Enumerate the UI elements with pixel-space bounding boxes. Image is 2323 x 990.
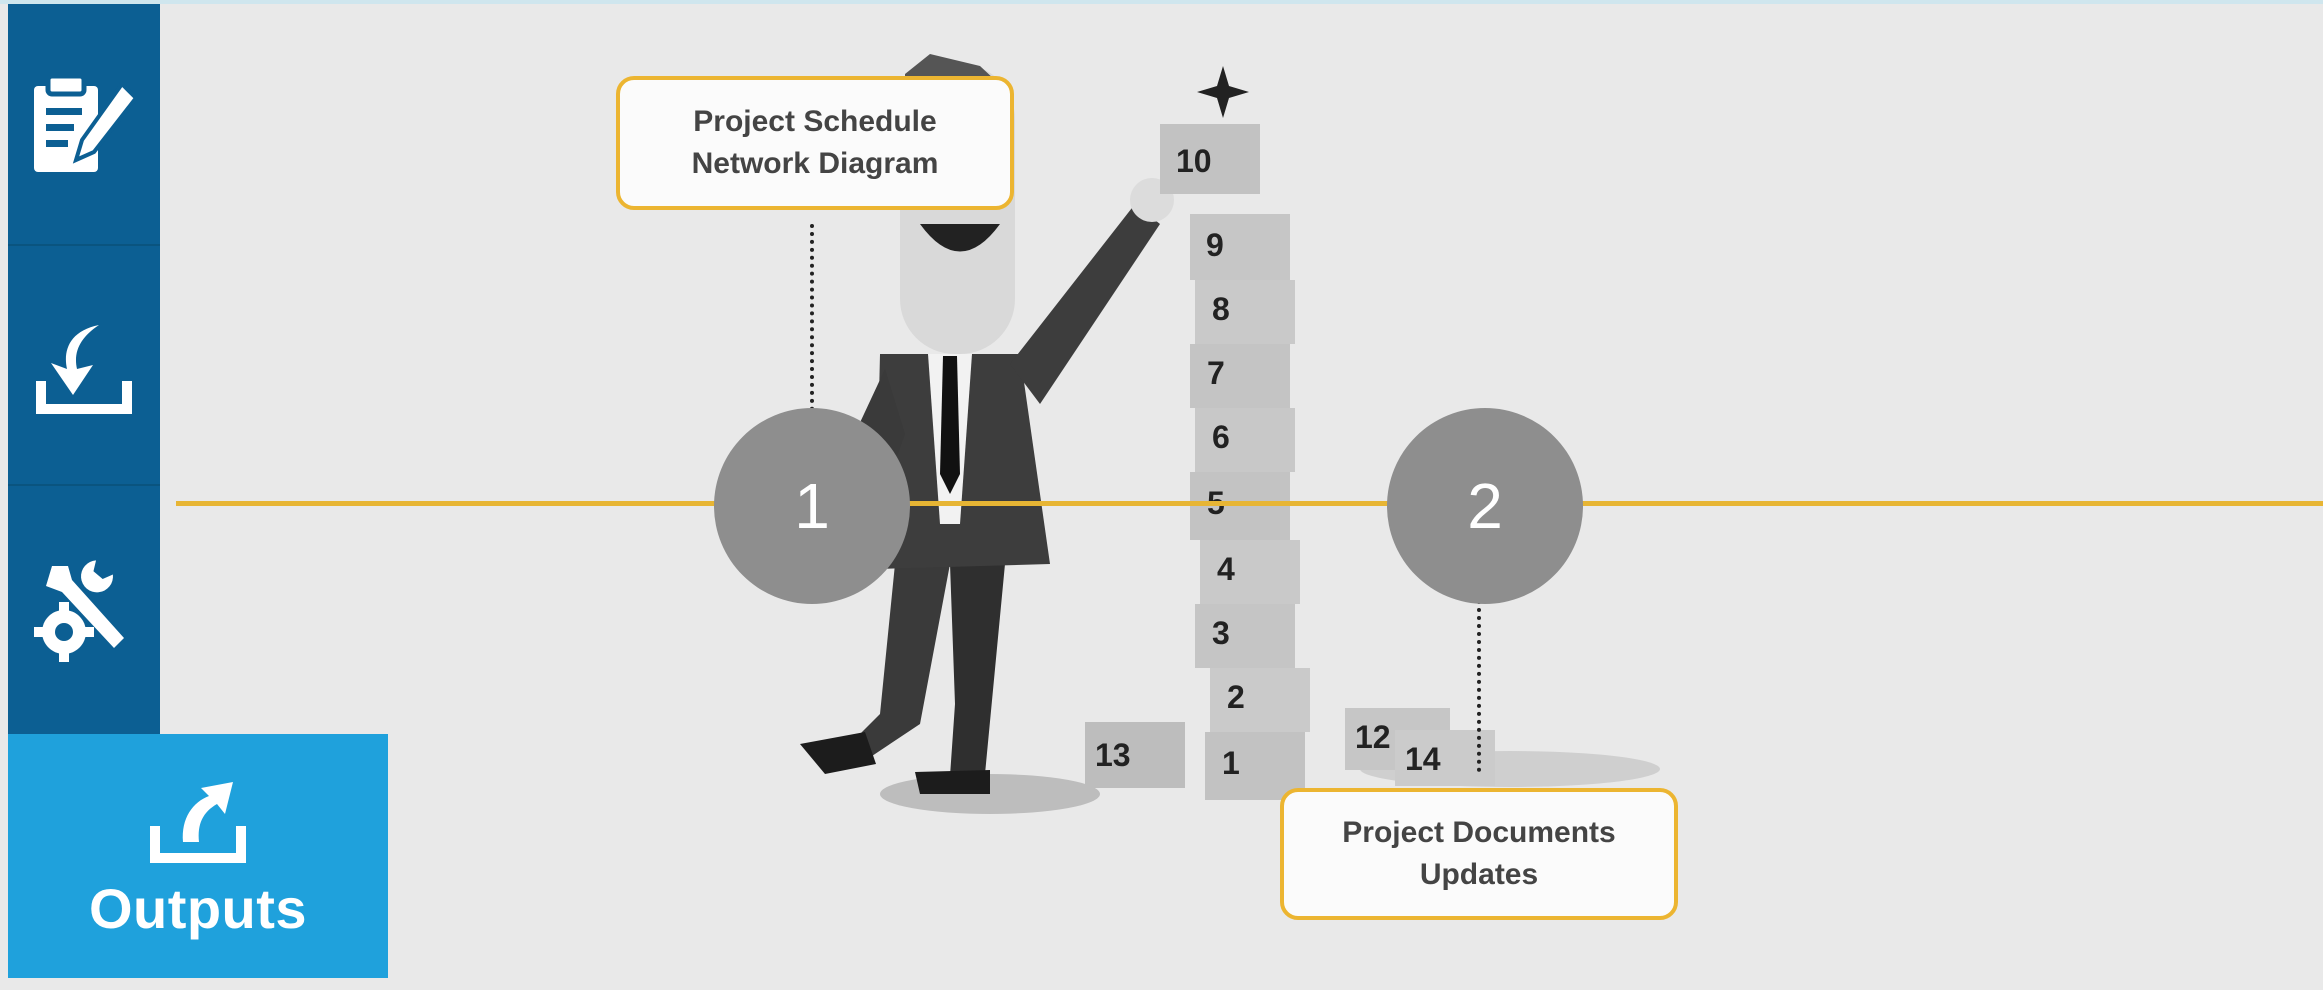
sidebar-item-inputs-plan[interactable] <box>8 4 160 244</box>
svg-text:9: 9 <box>1206 227 1224 263</box>
svg-text:3: 3 <box>1212 615 1230 651</box>
outputs-label: Outputs <box>88 876 308 940</box>
svg-text:7: 7 <box>1207 355 1225 391</box>
download-tray-icon <box>36 325 132 414</box>
step-2-circle[interactable]: 2 <box>1387 408 1583 604</box>
sidebar <box>8 4 160 734</box>
businessman-illustration: 10 9 8 7 6 5 4 3 2 1 13 12 14 <box>800 54 1660 814</box>
svg-text:14: 14 <box>1405 741 1441 777</box>
svg-text:10: 10 <box>1176 143 1212 179</box>
svg-text:2: 2 <box>1227 679 1245 715</box>
sidebar-item-tools[interactable] <box>8 484 160 726</box>
clipboard-edit-icon <box>34 73 139 172</box>
svg-text:8: 8 <box>1212 291 1230 327</box>
svg-text:12: 12 <box>1355 719 1391 755</box>
diagram-stage: 10 9 8 7 6 5 4 3 2 1 13 12 14 1 2 Projec… <box>160 4 2323 990</box>
callout-project-schedule-network-diagram[interactable]: Project Schedule Network Diagram <box>616 76 1014 210</box>
gear-wrench-icon <box>34 560 124 662</box>
sidebar-item-inputs[interactable] <box>8 244 160 486</box>
timeline-line <box>176 501 2323 506</box>
connector-step-2 <box>1477 600 1481 772</box>
upload-tray-icon <box>150 781 246 863</box>
svg-text:13: 13 <box>1095 737 1131 773</box>
outputs-tab[interactable]: Outputs <box>8 734 388 978</box>
callout-project-documents-updates[interactable]: Project Documents Updates <box>1280 788 1678 920</box>
svg-text:4: 4 <box>1217 551 1235 587</box>
svg-text:6: 6 <box>1212 419 1230 455</box>
top-border <box>0 0 2323 4</box>
step-1-circle[interactable]: 1 <box>714 408 910 604</box>
connector-step-1 <box>810 224 814 411</box>
svg-text:1: 1 <box>1222 745 1240 781</box>
